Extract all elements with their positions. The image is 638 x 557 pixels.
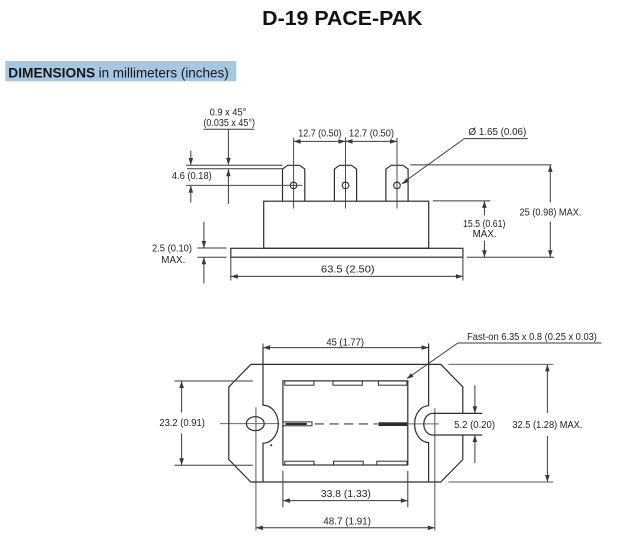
svg-text:Ø 1.65 (0.06): Ø 1.65 (0.06)	[469, 127, 527, 138]
svg-text:(0.035 x 45°): (0.035 x 45°)	[203, 118, 255, 129]
svg-text:12.7 (0.50): 12.7 (0.50)	[349, 129, 394, 140]
svg-text:15.5 (0.61): 15.5 (0.61)	[463, 219, 506, 230]
svg-text:0.9 x 45°: 0.9 x 45°	[210, 108, 247, 119]
svg-text:D-19 PACE-PAK: D-19 PACE-PAK	[262, 7, 423, 30]
svg-text:45 (1.77): 45 (1.77)	[326, 338, 364, 349]
svg-text:32.5 (1.28) MAX.: 32.5 (1.28) MAX.	[512, 420, 582, 431]
svg-text:63.5 (2.50): 63.5 (2.50)	[321, 265, 375, 276]
svg-text:5.2 (0.20): 5.2 (0.20)	[454, 420, 495, 431]
svg-text:MAX.: MAX.	[161, 255, 185, 266]
svg-text:MAX.: MAX.	[473, 229, 497, 240]
svg-text:4.6 (0.18): 4.6 (0.18)	[172, 171, 212, 182]
svg-text:33.8 (1.33): 33.8 (1.33)	[321, 489, 371, 500]
svg-text:2.5 (0.10): 2.5 (0.10)	[152, 244, 192, 255]
svg-text:23.2 (0.91): 23.2 (0.91)	[159, 418, 205, 429]
svg-text:48.7 (1.91): 48.7 (1.91)	[323, 517, 371, 528]
svg-text:12.7 (0.50): 12.7 (0.50)	[298, 129, 341, 140]
svg-text:Fast-on 6.35 x 0.8 (0.25 x 0.0: Fast-on 6.35 x 0.8 (0.25 x 0.03)	[467, 332, 597, 343]
svg-text:25 (0.98) MAX.: 25 (0.98) MAX.	[520, 208, 582, 219]
